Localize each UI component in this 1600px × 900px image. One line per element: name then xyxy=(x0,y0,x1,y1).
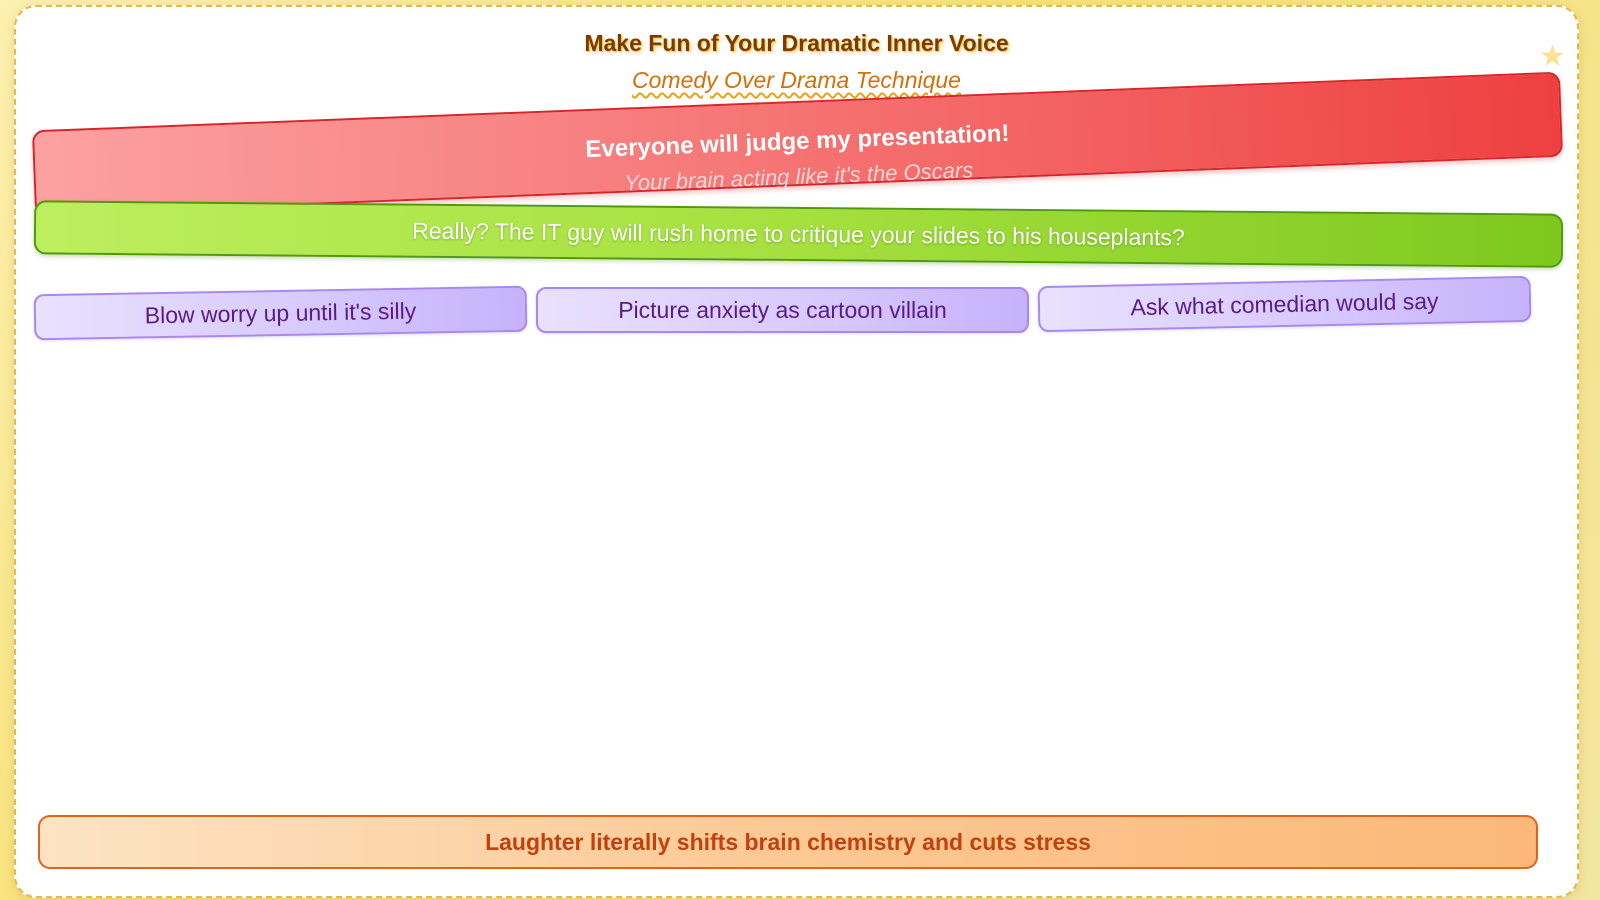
star-icon: ★ xyxy=(1539,40,1566,73)
technique-cartoon-villain: Picture anxiety as cartoon villain xyxy=(536,287,1029,333)
fact-banner: Laughter literally shifts brain chemistr… xyxy=(38,815,1538,869)
technique-exaggerate: Blow worry up until it's silly xyxy=(33,285,528,341)
subtitle-container: Comedy Over Drama Technique xyxy=(16,67,1577,94)
diagram-subtitle: Comedy Over Drama Technique xyxy=(632,67,961,93)
diagram-title: Make Fun of Your Dramatic Inner Voice xyxy=(584,30,1009,56)
